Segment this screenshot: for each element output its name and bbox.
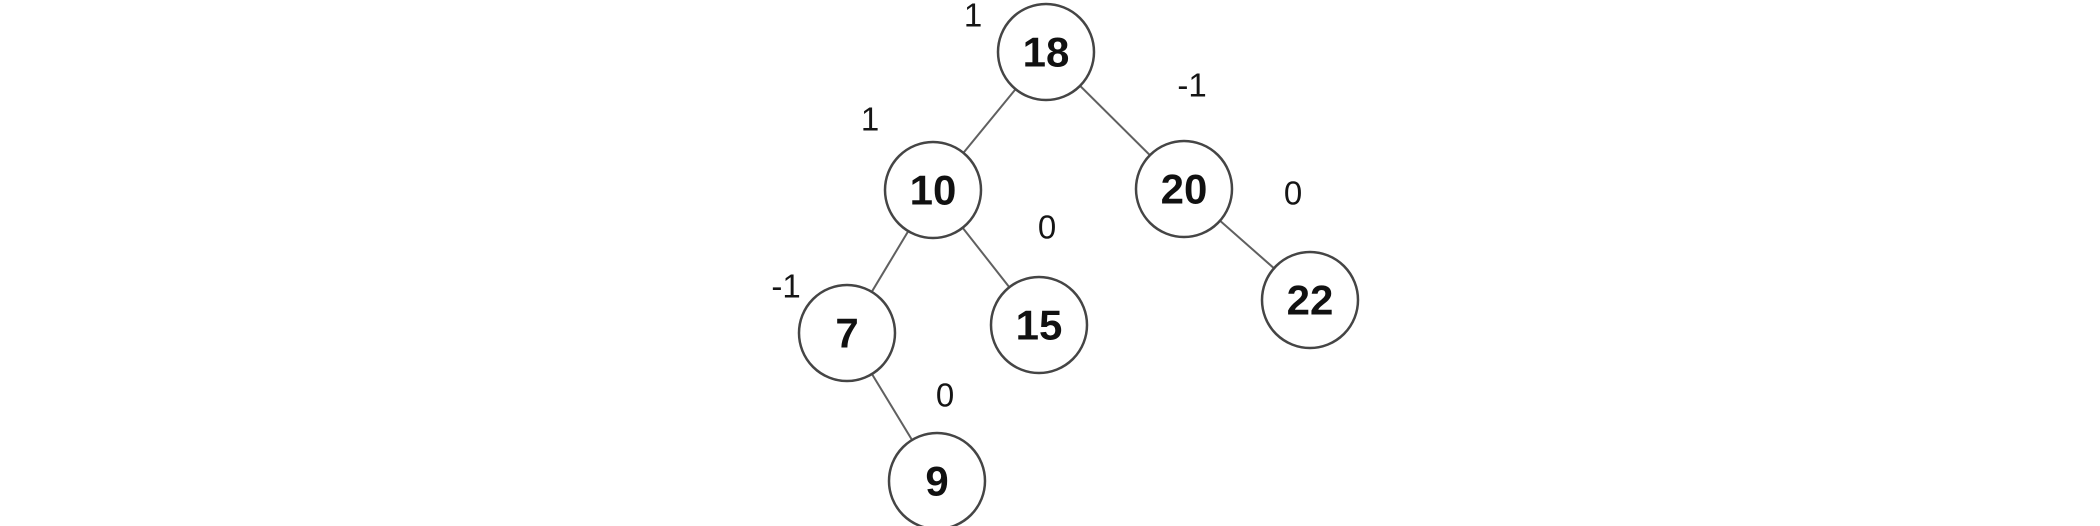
balance-factor-label-7: -1 [771,268,800,305]
balance-factor-label-18: 1 [964,0,982,34]
tree-node-circle-20 [1134,139,1234,239]
balance-factor-label-20: -1 [1177,67,1206,104]
tree-node-value-20: 20 [1161,166,1208,213]
tree-node-circle-7 [797,283,897,383]
balance-factor-label-22: 0 [1284,175,1302,212]
tree-node-value-22: 22 [1287,277,1334,324]
tree-node-circle-18 [996,2,1096,102]
tree-node-value-7: 7 [835,310,858,357]
tree-node-value-18: 18 [1023,29,1070,76]
tree-node-circle-22 [1260,250,1360,350]
tree-node-value-10: 10 [910,167,957,214]
tree-node-circle-15 [989,275,1089,375]
balance-factor-label-10: 1 [861,101,879,138]
tree-node-value-15: 15 [1016,302,1063,349]
tree-node-value-9: 9 [925,458,948,505]
balance-factor-label-9: 0 [936,377,954,414]
tree-node-circle-9 [887,431,987,526]
tree-node-circle-10 [883,140,983,240]
balance-factor-label-15: 0 [1038,209,1056,246]
